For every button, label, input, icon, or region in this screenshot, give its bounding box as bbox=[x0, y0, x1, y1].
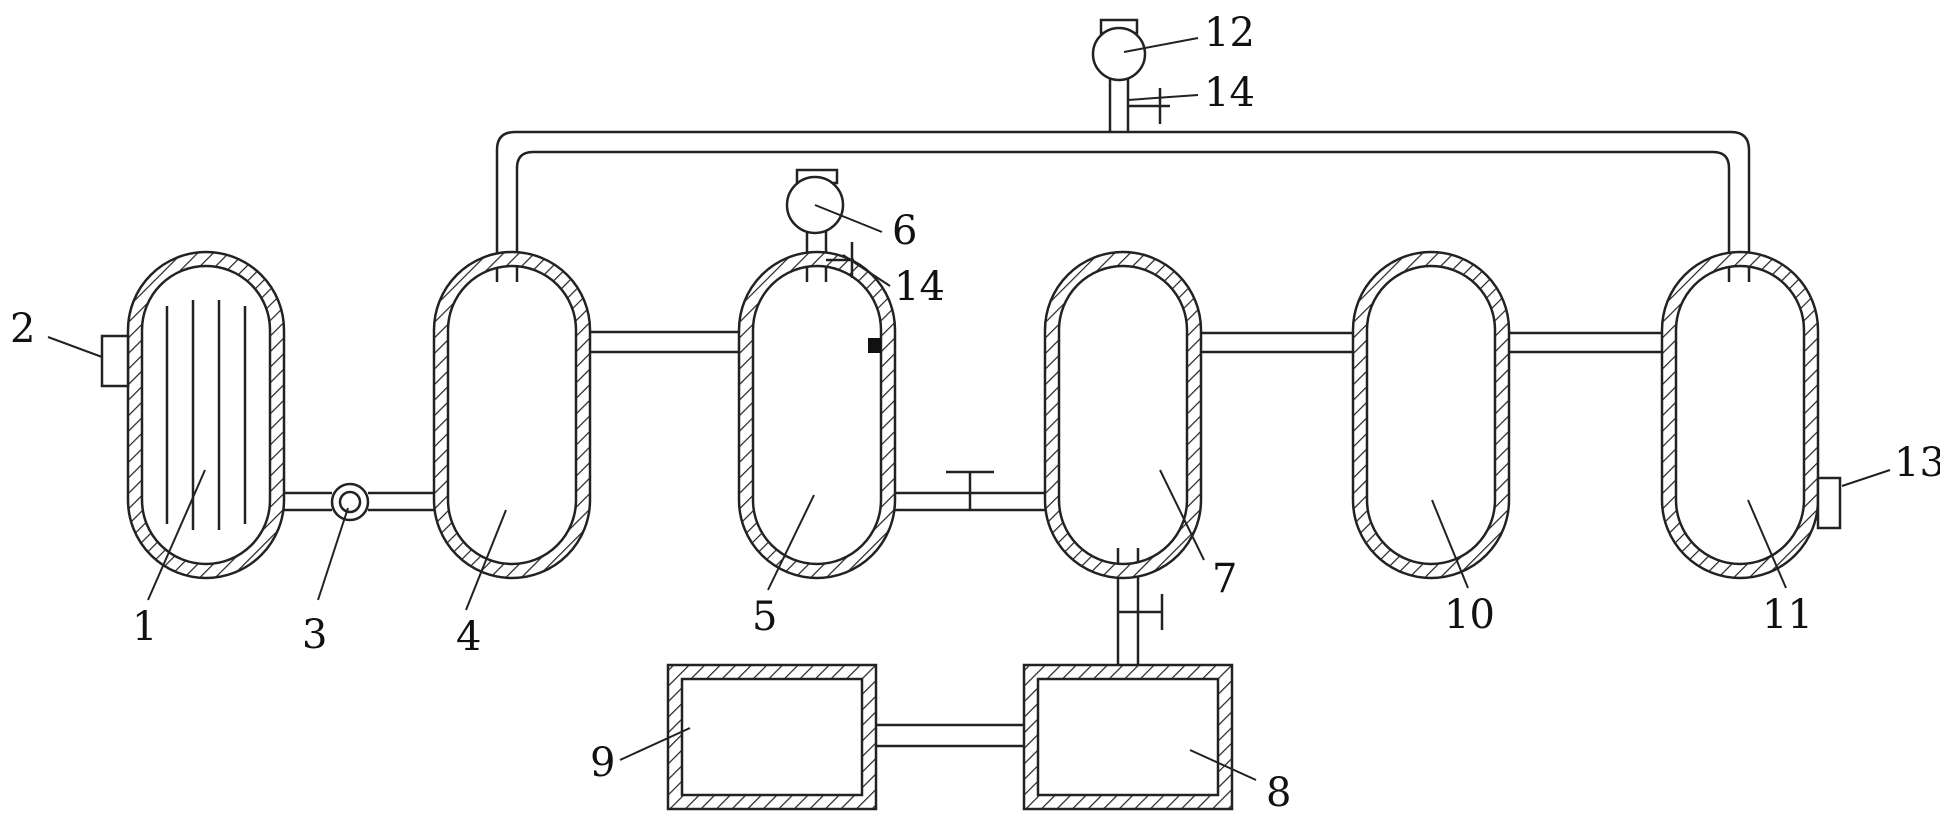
component-2 bbox=[100, 334, 130, 388]
component-13 bbox=[1816, 476, 1842, 530]
pipe-7-to-11 bbox=[1200, 331, 1664, 354]
pump-3 bbox=[330, 482, 370, 522]
tank-4 bbox=[432, 250, 592, 580]
part-labels: 1 2 3 4 5 6 7 8 9 10 11 12 13 14 14 bbox=[10, 10, 1940, 815]
pipes bbox=[284, 78, 1751, 748]
label-10: 10 bbox=[1444, 592, 1495, 638]
label-6: 6 bbox=[892, 208, 917, 254]
label-7: 7 bbox=[1212, 556, 1237, 602]
tank-5 bbox=[737, 250, 897, 580]
pressure-gauge-12 bbox=[1091, 18, 1147, 82]
pressure-gauge-6 bbox=[785, 168, 845, 235]
box-9 bbox=[666, 663, 878, 811]
pipe-1-to-4 bbox=[284, 491, 436, 512]
pipe-9-to-8 bbox=[876, 723, 1024, 748]
valve-5-7 bbox=[946, 470, 994, 510]
label-1: 1 bbox=[132, 604, 157, 650]
pipe-vent-12 bbox=[1108, 78, 1130, 132]
label-8: 8 bbox=[1266, 770, 1291, 815]
label-4: 4 bbox=[456, 614, 481, 660]
tank-11 bbox=[1660, 250, 1820, 580]
label-5: 5 bbox=[752, 594, 777, 640]
valve-7-8 bbox=[1118, 594, 1164, 630]
label-14-top: 14 bbox=[1204, 70, 1255, 116]
tank-1 bbox=[126, 250, 286, 580]
label-12: 12 bbox=[1204, 10, 1255, 56]
tank-10 bbox=[1351, 250, 1511, 580]
tank-7 bbox=[1043, 250, 1203, 580]
label-3: 3 bbox=[302, 612, 327, 658]
tank-1-internal-rods bbox=[165, 300, 247, 530]
label-2: 2 bbox=[10, 306, 35, 352]
valve-14-top bbox=[1128, 88, 1170, 124]
sensor-marker bbox=[868, 338, 881, 353]
label-9: 9 bbox=[590, 740, 615, 786]
box-8 bbox=[1022, 663, 1234, 811]
label-14-mid: 14 bbox=[894, 264, 945, 310]
pipe-top-loop bbox=[495, 130, 1751, 282]
leader-lines bbox=[47, 37, 1891, 781]
label-11: 11 bbox=[1762, 592, 1813, 638]
label-13: 13 bbox=[1894, 440, 1940, 486]
pipe-4-to-5 bbox=[588, 330, 740, 354]
